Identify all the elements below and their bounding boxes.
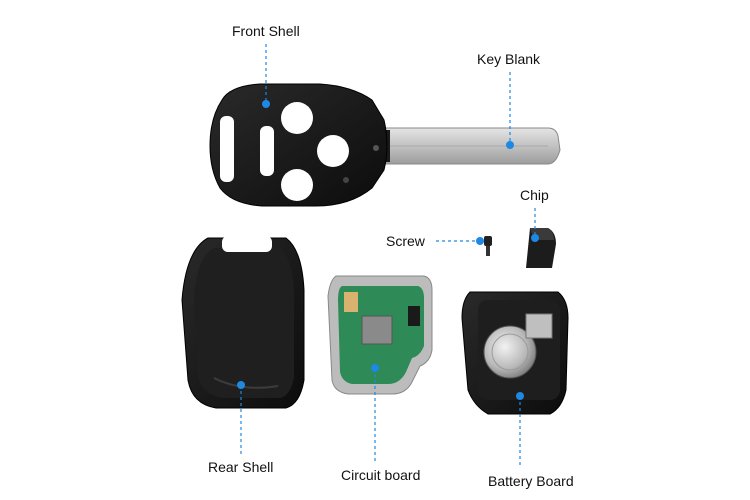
front-shell — [209, 83, 388, 207]
key-blank — [370, 127, 561, 165]
circuit-board-label: Circuit board — [341, 467, 421, 483]
screw — [484, 236, 492, 256]
key-blank-label: Key Blank — [477, 51, 541, 67]
rear-shell-dot — [237, 381, 245, 389]
leader-lines — [237, 44, 539, 468]
front-shell-label: Front Shell — [232, 23, 300, 39]
screw-dot — [476, 237, 484, 245]
chip — [526, 228, 556, 268]
circuit-board-dot — [371, 364, 379, 372]
front-shell-dot — [262, 100, 270, 108]
battery-board-label: Battery Board — [488, 473, 574, 489]
battery-board-dot — [516, 392, 524, 400]
chip-label: Chip — [520, 187, 549, 203]
circuit-board — [327, 275, 433, 395]
rear-shell-label: Rear Shell — [208, 459, 274, 475]
key-blank-dot — [506, 141, 514, 149]
chip-dot — [531, 234, 539, 242]
rear-shell — [181, 236, 305, 409]
screw-label: Screw — [386, 233, 425, 249]
battery-board — [461, 291, 569, 415]
